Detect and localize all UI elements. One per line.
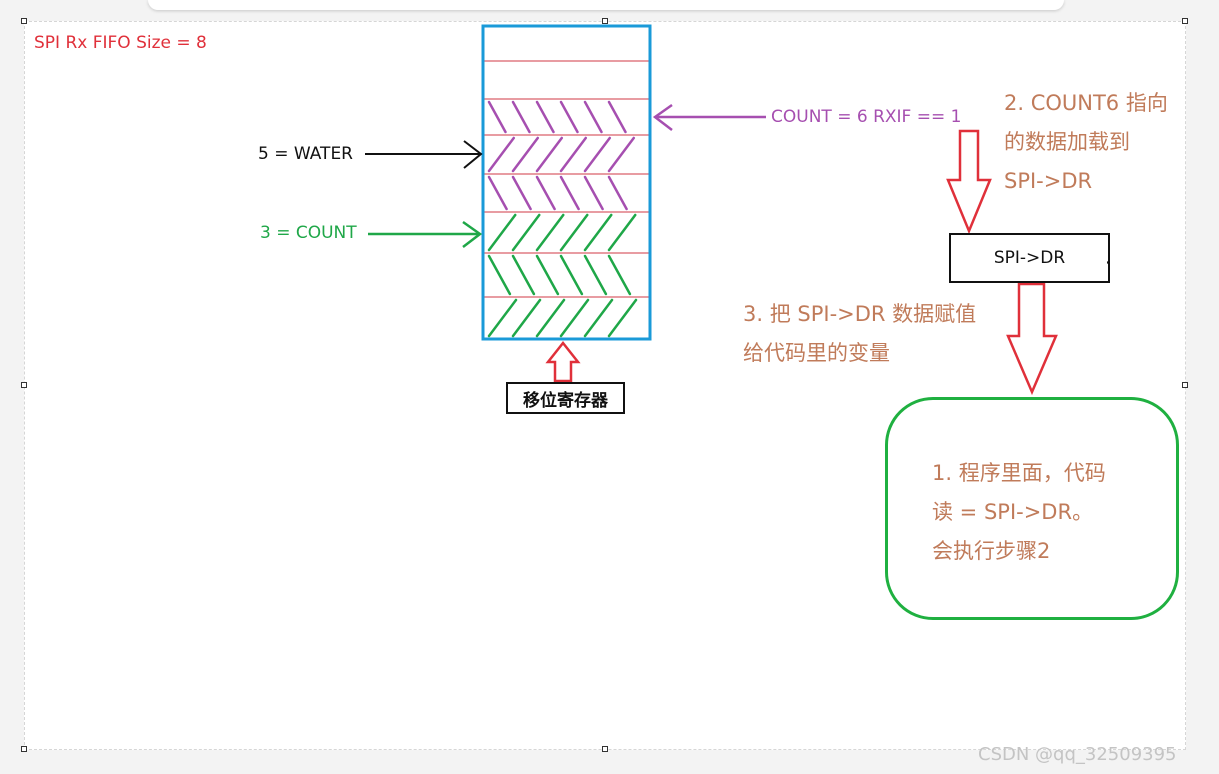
fifo-hatch-stroke [607,298,638,338]
csdn-watermark: CSDN @qq_32509395 [978,744,1177,765]
fifo-hatch-stroke [607,254,632,296]
fifo-hatch-stroke [511,254,536,296]
spi-dr-dot [1107,261,1110,264]
step1-text: 1. 程序里面，代码 读 = SPI->DR。 会执行步骤2 [932,454,1142,571]
step1-line-1: 1. 程序里面，代码 [932,461,1106,485]
fifo-hatch-stroke [607,136,635,173]
fifo-hatch-stroke [535,254,560,296]
fifo-hatch-stroke [511,100,531,134]
fifo-hatch-stroke [535,136,563,173]
fifo-hatch-stroke [535,175,556,211]
fifo-hatch-stroke [559,100,579,134]
shift-up-arrow [545,340,581,383]
fifo-hatch-stroke [511,136,539,173]
fifo-buffer [481,24,652,341]
water-label: 5 = WATER [258,144,353,164]
load-down-arrow [946,129,992,235]
fifo-hatch-stroke [607,213,637,252]
fifo-hatch-stroke [559,213,589,252]
fifo-hatch-stroke [535,213,565,252]
fifo-hatch-stroke [583,254,608,296]
fifo-hatch-stroke [487,254,512,296]
step3-text: 3. 把 SPI->DR 数据赋值给代码里的变量 [743,302,977,365]
fifo-hatch-stroke [535,100,555,134]
fifo-hatch-stroke [583,136,611,173]
fifo-hatch-stroke [583,175,604,211]
step1-line-2: 读 = SPI->DR。 [932,500,1094,524]
fifo-hatch-stroke [487,298,518,338]
fifo-hatch-stroke [511,213,541,252]
fifo-hatch-stroke [511,175,532,211]
top-toolbar-strip [148,0,1064,10]
resize-handle-top-right[interactable] [1182,18,1188,24]
fifo-hatch-stroke [559,175,580,211]
fifo-size-title: SPI Rx FIFO Size = 8 [34,33,207,53]
step2-text: 2. COUNT6 指向的数据加载到 SPI->DR [1004,91,1168,193]
count6-arrow [652,103,766,131]
fifo-hatch-stroke [487,100,507,134]
spi-dr-register-box: SPI->DR [949,233,1110,283]
fifo-outline [481,24,652,341]
read-down-arrow [1006,282,1058,396]
fifo-hatch-stroke [511,298,542,338]
resize-handle-top-middle[interactable] [602,18,608,24]
fifo-hatch-stroke [559,254,584,296]
program-read-box [885,397,1179,620]
fifo-hatch-stroke [607,175,628,211]
resize-handle-middle-left[interactable] [21,382,27,388]
fifo-hatch-stroke [559,136,587,173]
fifo-hatch-stroke [535,298,566,338]
count6-rxif-label: COUNT = 6 RXIF == 1 [771,107,962,127]
resize-handle-bottom-middle[interactable] [602,746,608,752]
count-label: 3 = COUNT [260,223,357,243]
fifo-hatch-stroke [487,175,508,211]
fifo-hatch-stroke [559,298,590,338]
fifo-hatch-stroke [607,100,627,134]
resize-handle-bottom-left[interactable] [21,746,27,752]
shift-register-box: 移位寄存器 [506,382,625,414]
fifo-hatch-stroke [583,298,614,338]
count-arrow [368,220,483,248]
water-arrow [365,140,483,169]
fifo-hatch-stroke [583,213,613,252]
fifo-hatch-stroke [583,100,603,134]
fifo-hatch-stroke [487,136,515,173]
resize-handle-top-left[interactable] [21,18,27,24]
fifo-hatch-stroke [487,213,517,252]
step1-line-3: 会执行步骤2 [932,539,1051,563]
resize-handle-middle-right[interactable] [1182,382,1188,388]
